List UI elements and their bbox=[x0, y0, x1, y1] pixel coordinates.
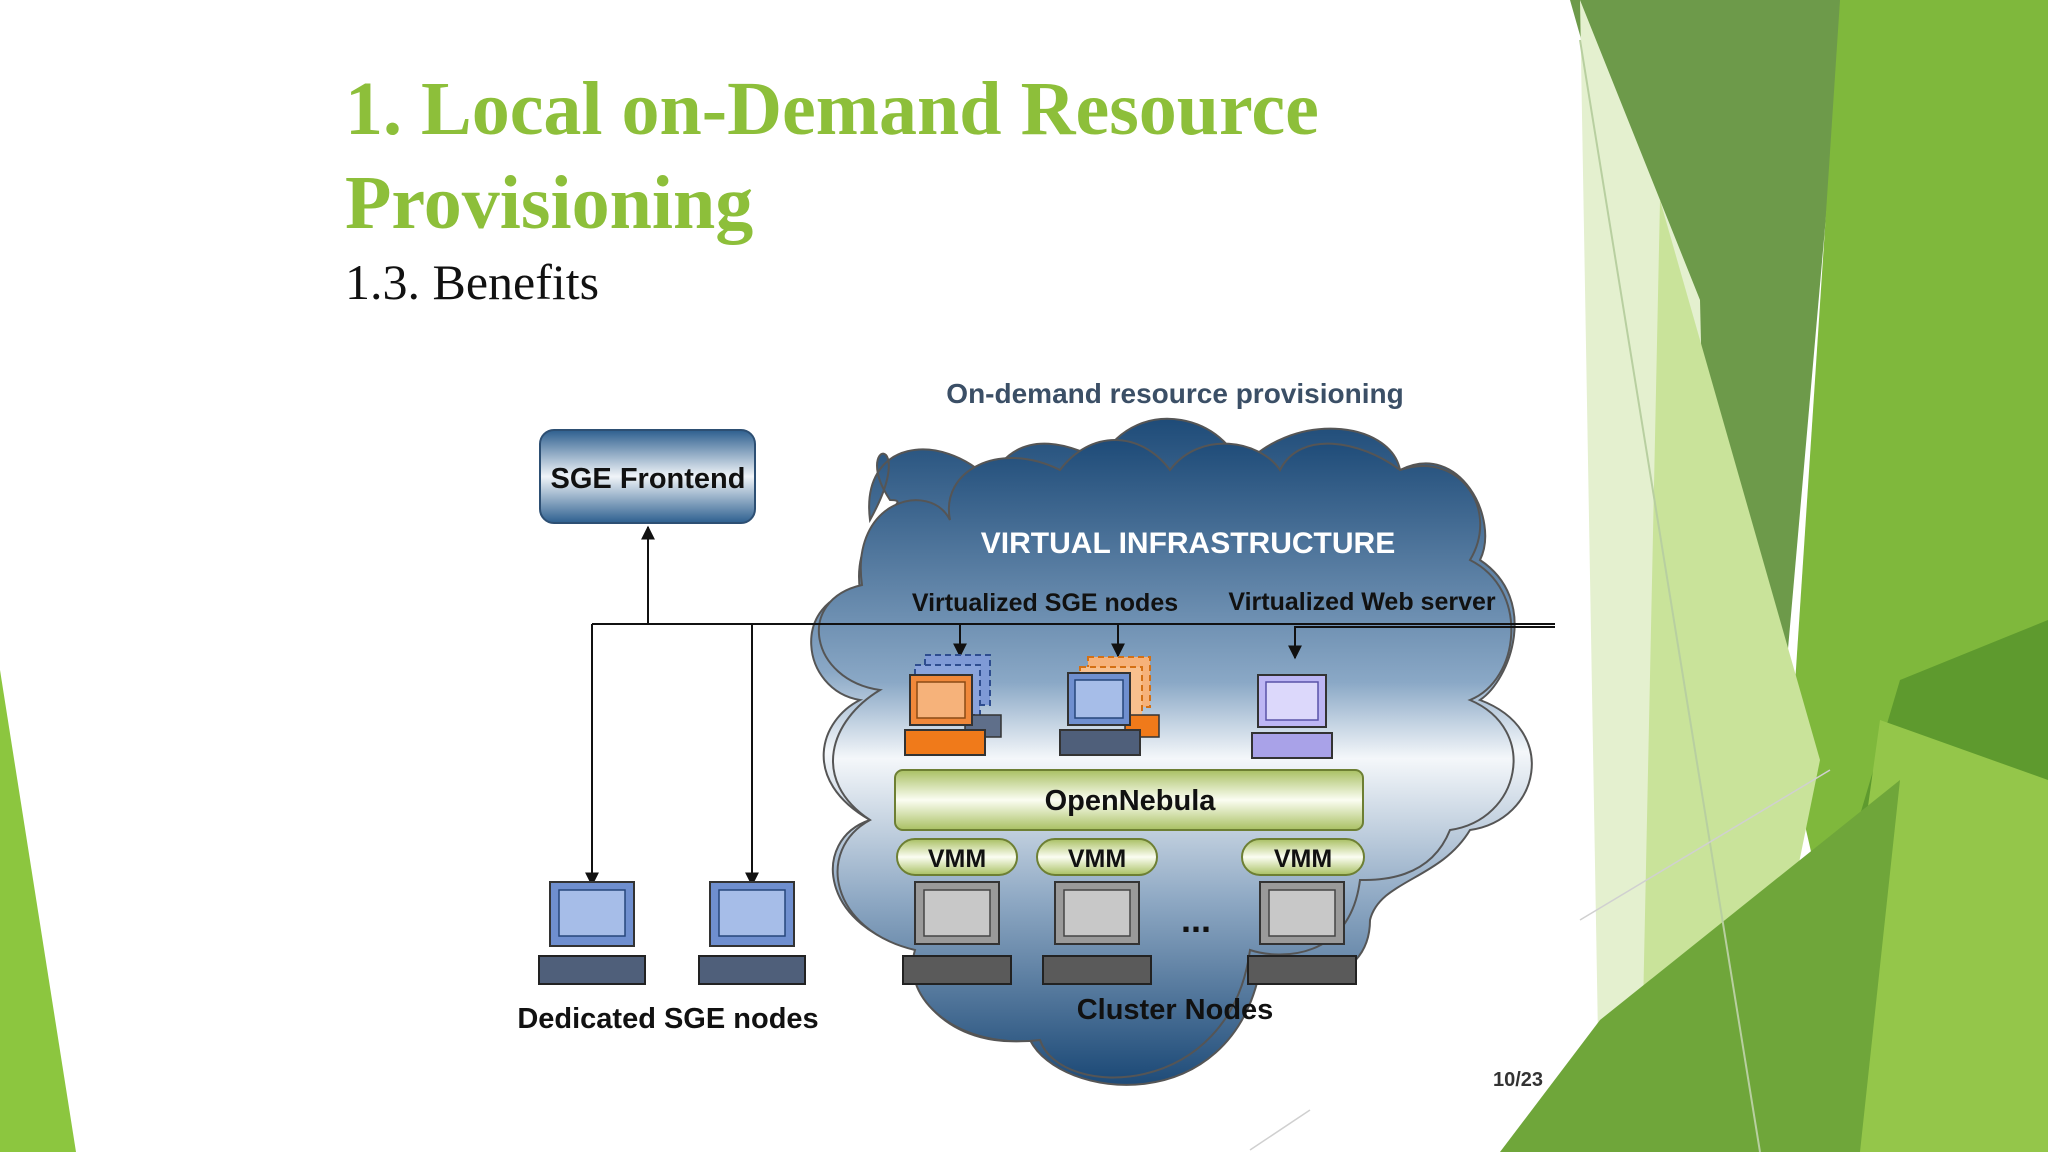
dedicated-sge-node-2 bbox=[698, 881, 806, 985]
dedicated-sge-label: Dedicated SGE nodes bbox=[517, 1003, 818, 1035]
dedicated-sge-node-1 bbox=[538, 881, 646, 985]
vmm-label-2: VMM bbox=[1068, 845, 1126, 873]
facet-line-2 bbox=[1579, 769, 1831, 921]
cluster-node-1 bbox=[902, 881, 1012, 985]
slide-title-line-2: Provisioning bbox=[345, 161, 754, 245]
virtualized-web-label: Virtualized Web server bbox=[1228, 588, 1496, 616]
sge-frontend-label: SGE Frontend bbox=[551, 463, 746, 495]
virtualized-sge-label: Virtualized SGE nodes bbox=[912, 589, 1178, 617]
slide-title: 1. Local on-Demand Resource Provisioning bbox=[345, 62, 1545, 250]
opennebula-bar: OpenNebula bbox=[894, 769, 1364, 831]
connector-lines bbox=[585, 525, 1555, 887]
cluster-ellipsis: ... bbox=[1181, 899, 1211, 940]
cluster-nodes-label: Cluster Nodes bbox=[1077, 994, 1274, 1026]
vmm-1: VMM bbox=[896, 838, 1018, 876]
cloud-title: VIRTUAL INFRASTRUCTURE bbox=[981, 527, 1395, 560]
vmm-label-3: VMM bbox=[1274, 845, 1332, 873]
diagram-heading: On-demand resource provisioning bbox=[946, 378, 1403, 409]
bottom-facet-green bbox=[1500, 780, 1900, 1152]
cluster-node-2 bbox=[1042, 881, 1152, 985]
facet-line-1 bbox=[1579, 39, 1761, 1152]
virtualized-sge-node-1 bbox=[904, 654, 1002, 756]
slide-subtitle: 1.3. Benefits bbox=[345, 254, 600, 310]
left-green-stripe bbox=[0, 670, 76, 1152]
vmm-2: VMM bbox=[1036, 838, 1158, 876]
opennebula-label: OpenNebula bbox=[1045, 785, 1217, 817]
facet-line-3 bbox=[1249, 1109, 1311, 1151]
slide-title-line-1: 1. Local on-Demand Resource bbox=[345, 67, 1319, 151]
page-number: 10/23 bbox=[1493, 1069, 1543, 1091]
virtualized-web-server bbox=[1251, 674, 1333, 759]
vmm-label-1: VMM bbox=[928, 845, 986, 873]
virtualized-sge-node-2 bbox=[1059, 656, 1160, 756]
sge-frontend-box: SGE Frontend bbox=[539, 429, 756, 524]
cluster-node-3 bbox=[1247, 881, 1357, 985]
vmm-3: VMM bbox=[1241, 838, 1365, 876]
